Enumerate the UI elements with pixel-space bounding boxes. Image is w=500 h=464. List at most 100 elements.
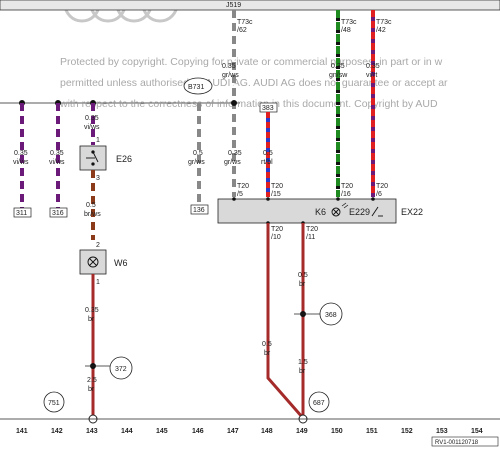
pin-label: 1 [96,137,100,144]
connector-num: /42 [376,27,386,34]
wire-size: 1.5 [298,359,308,366]
connector-pin: T73c [376,19,392,26]
callout-751-text: 751 [48,400,60,407]
wire-color: br [299,281,306,288]
axis-number: 152 [401,428,413,435]
j519-label: J519 [226,2,241,9]
doc-id: RV1-001120718 [435,440,479,446]
connector-num: /10 [271,234,281,241]
watermark-line-3: with respect to the correctness of infor… [59,98,438,110]
axis-number: 141 [16,428,28,435]
connector-pin: T73c [237,19,253,26]
callout-751 [43,391,65,413]
connector-pin: T73c [341,19,357,26]
callout-687 [308,391,330,413]
ref-383: 383 [262,105,274,112]
wire-size: 0.35 [228,150,242,157]
axis-number: 143 [86,428,98,435]
axis-number: 147 [227,428,239,435]
ex22-module [217,198,397,224]
callout-372-text: 372 [115,366,127,373]
switch-icon [371,206,383,217]
wire-color: rt/bl [261,159,273,166]
wire-size: 0.35 [222,63,236,70]
ref-box-311 [13,207,32,218]
callout-b731-text: B731 [188,84,204,91]
wire-size: 0.35 [366,63,380,70]
ref-box-136 [190,204,209,215]
axis-number: 146 [192,428,204,435]
wire-size: 0.5 [262,341,272,348]
connector-pin: T20 [271,226,283,233]
axis-number: 142 [51,428,63,435]
w6-label: W6 [114,258,128,268]
wire-size: 0.35 [14,150,28,157]
callout-372 [109,356,133,380]
ex22-label: EX22 [401,207,423,217]
wire-color: vi/ws [84,124,100,131]
callout-b731 [183,77,213,95]
callout-368 [319,302,343,326]
pin-label: 2 [96,242,100,249]
connector-pin: T20 [237,183,249,190]
ref-316: 316 [52,210,64,217]
connector-num: /5 [237,191,243,198]
connector-num: /11 [306,234,315,241]
wire-color: vi/rt [366,72,377,79]
ref-box-316 [49,207,68,218]
axis-number: 145 [156,428,168,435]
wire-size: 0.35 [85,115,99,122]
j519-frame [0,0,500,11]
ref-311: 311 [16,210,27,217]
axis-number: 144 [121,428,133,435]
wire-size: 0.35 [85,307,99,314]
doc-id-box [431,436,499,447]
e229-label: E229 [349,207,370,217]
connector-num: /15 [271,191,281,198]
axis-number: 151 [366,428,378,435]
wire-color: gn/sw [329,72,348,79]
wire-size: 0.5 [298,272,308,279]
axis-number: 154 [471,428,483,435]
wire-size: 0.35 [331,63,345,70]
axis-number: 149 [296,428,308,435]
wire-148-br [266,223,305,419]
connector-num: /6 [376,191,382,198]
wire-color: br [88,386,95,393]
wire-color: br [88,316,95,323]
k6-label: K6 [315,207,326,217]
connector-num: /16 [341,191,351,198]
connector-num: /48 [341,27,351,34]
lamp-icon [87,256,99,268]
wire-color: gr/ws [188,159,205,166]
junction-dot [231,100,237,106]
wire-color: vi/ws [49,159,65,166]
connector-pin: T20 [376,183,388,190]
wire-color: br/ws [84,211,101,218]
pin-label: 3 [96,175,100,182]
lamp-icon [331,207,341,217]
led-arrows-icon [341,202,349,209]
connector-num: /62 [237,27,247,34]
connector-pin: T20 [341,183,353,190]
callout-368-text: 368 [325,312,337,319]
wire-color: br [264,350,271,357]
wire-color: gr/ws [222,72,239,79]
wire-size: 0.5 [193,150,203,157]
wire-color: br [299,368,306,375]
wire-size: 0.5 [263,150,273,157]
wire-size: 0.5 [86,202,96,209]
connector-pin: T20 [271,183,283,190]
ref-136: 136 [193,207,205,214]
axis-number: 148 [261,428,273,435]
wire-color: vi/ws [13,159,29,166]
watermark-line-1: Protected by copyright. Copying for priv… [60,56,443,68]
wire-size: 0.35 [50,150,64,157]
watermark-line-2: permitted unless authorised by AUDI AG. … [60,77,448,89]
switch-icon [86,150,99,166]
axis-number: 153 [436,428,448,435]
wire-color: gr/ws [224,159,241,166]
axis-number: 150 [331,428,343,435]
wire-size: 2.5 [87,377,97,384]
